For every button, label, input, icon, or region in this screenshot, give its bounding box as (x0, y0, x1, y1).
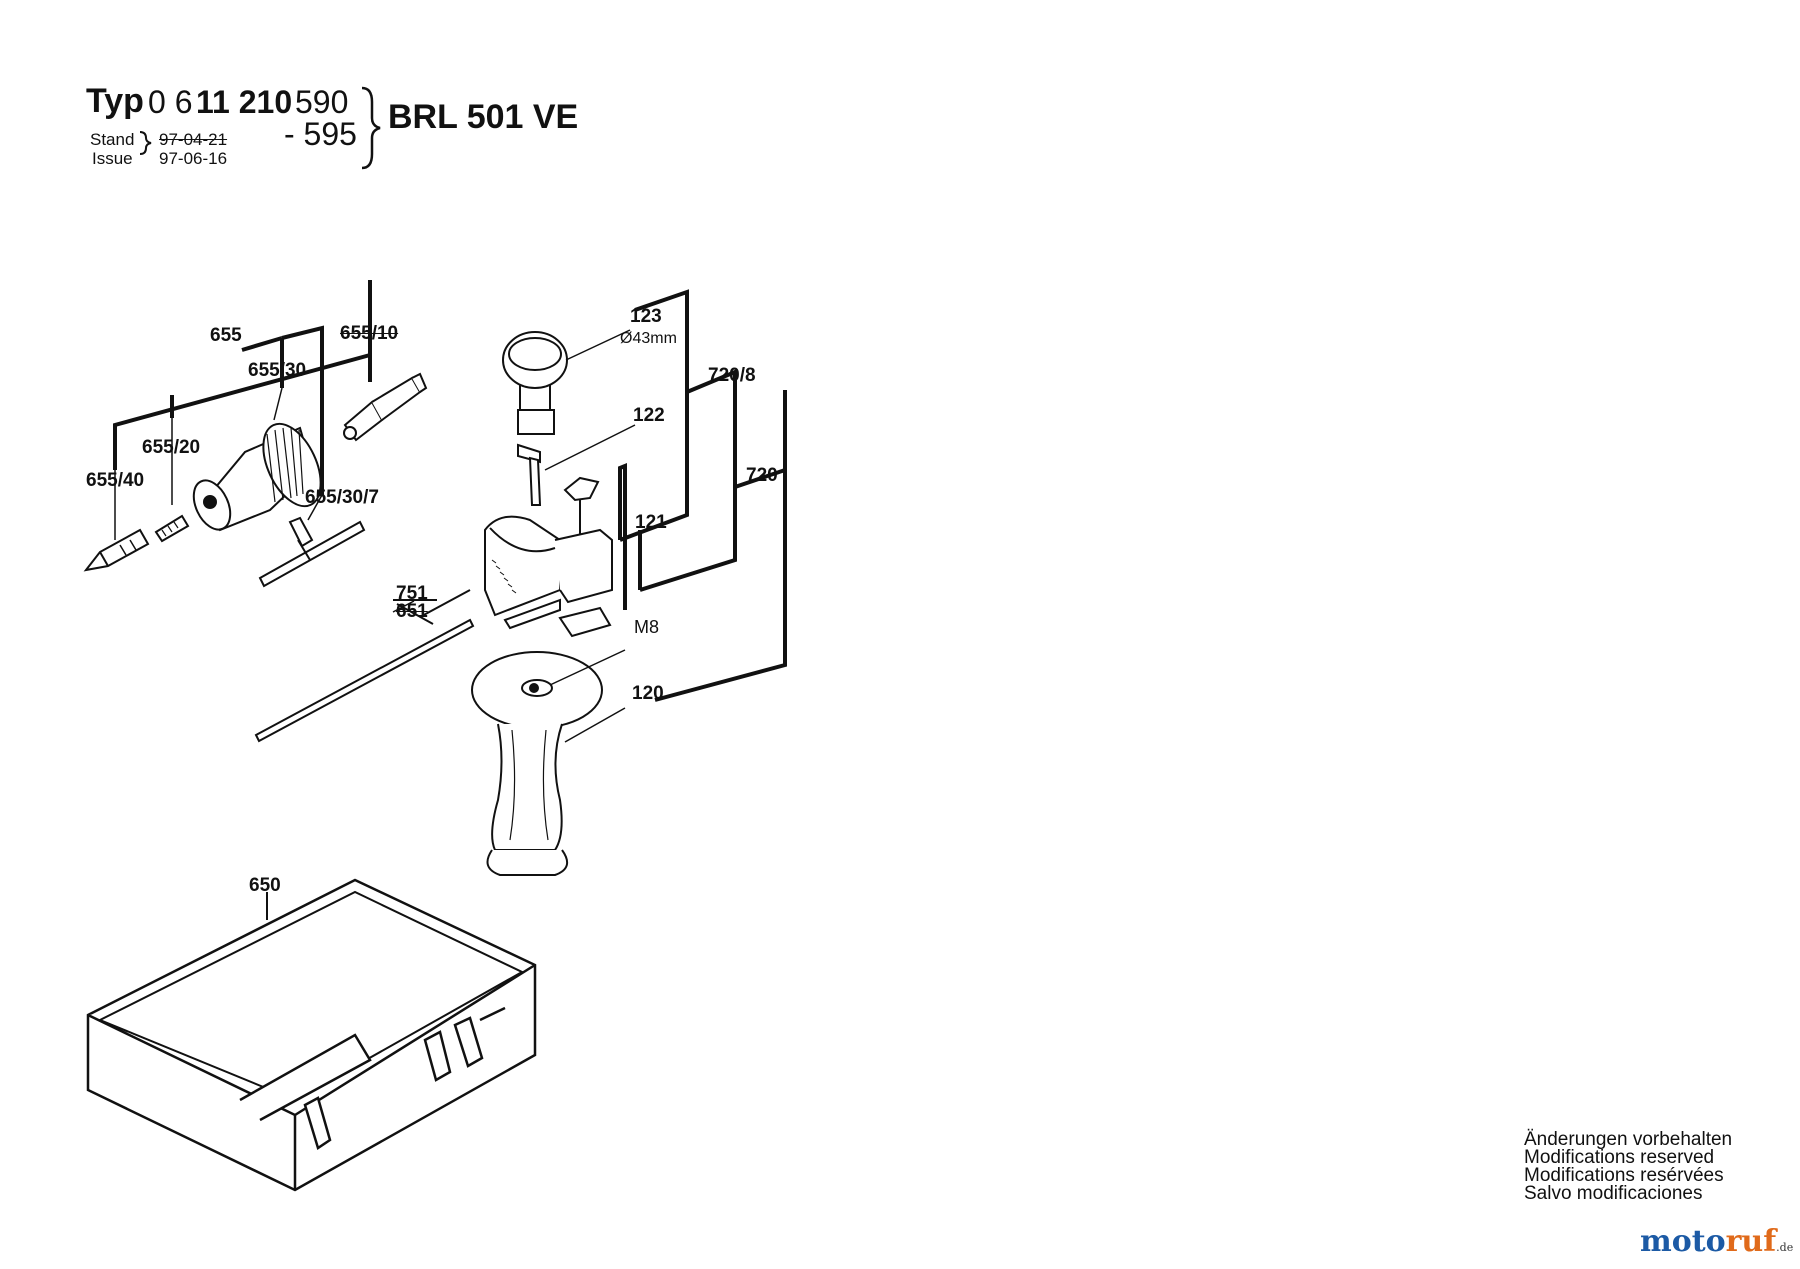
drill-chuck (192, 422, 322, 532)
notes-block: Änderungen vorbehalten Modifications res… (1524, 1129, 1733, 1204)
sds-adapter (343, 372, 428, 442)
screwdriver-bit (83, 528, 150, 572)
issue-label: Issue (92, 149, 133, 168)
typ-label: Typ (86, 82, 144, 120)
logo-suffix: .de (1776, 1241, 1794, 1254)
logo-text-b: ruf (1725, 1224, 1777, 1259)
part-number-prefix: 0 6 (148, 84, 193, 120)
label-720-8: 720/8 (708, 365, 756, 386)
label-123: 123 (630, 306, 662, 327)
handle-holder (484, 476, 613, 638)
logo-text-a: moto (1640, 1224, 1726, 1259)
note-de: Änderungen vorbehalten (1524, 1129, 1733, 1150)
auxiliary-handle-bracket (618, 289, 787, 702)
stand-brace (139, 131, 152, 155)
label-121: 121 (635, 512, 667, 533)
label-m8: M8 (634, 617, 660, 637)
t-screw (517, 424, 636, 506)
label-720: 720 (746, 465, 778, 486)
header-brace (361, 86, 381, 170)
label-655: 655 (210, 325, 242, 346)
carrying-case (86, 878, 537, 1192)
label-751: 751 (396, 583, 428, 604)
clamp-band (502, 329, 631, 435)
auxiliary-handle (471, 649, 626, 876)
label-122: 122 (633, 405, 665, 426)
stand-date: 97-04-21 (159, 130, 228, 149)
note-es: Salvo modificaciones (1524, 1183, 1703, 1204)
motoruf-logo: motoruf.de (1640, 1224, 1793, 1259)
label-123-diameter: Ø43mm (620, 330, 677, 347)
part-number-main: 11 210 (196, 84, 293, 120)
depth-stop-rod (254, 589, 475, 743)
note-en: Modifications reserved (1524, 1147, 1715, 1168)
label-655-40: 655/40 (86, 470, 145, 491)
label-655-20: 655/20 (142, 437, 201, 458)
label-655-30-7: 655/30/7 (305, 487, 379, 508)
model-name: BRL 501 VE (388, 98, 579, 136)
chuck-set-bracket (113, 280, 372, 495)
note-fr: Modifications resérvées (1524, 1165, 1724, 1186)
issue-date: 97-06-16 (159, 149, 228, 168)
label-651: 651 (396, 601, 428, 622)
label-650: 650 (249, 875, 281, 896)
label-120: 120 (632, 683, 664, 704)
label-655-10: 655/10 (340, 323, 399, 344)
chuck-screw (154, 514, 190, 543)
variant-590: 590 (295, 84, 349, 120)
stand-label: Stand (90, 130, 135, 149)
variant-595: - 595 (284, 116, 357, 152)
label-655-30: 655/30 (248, 360, 307, 381)
chuck-key (258, 516, 366, 588)
